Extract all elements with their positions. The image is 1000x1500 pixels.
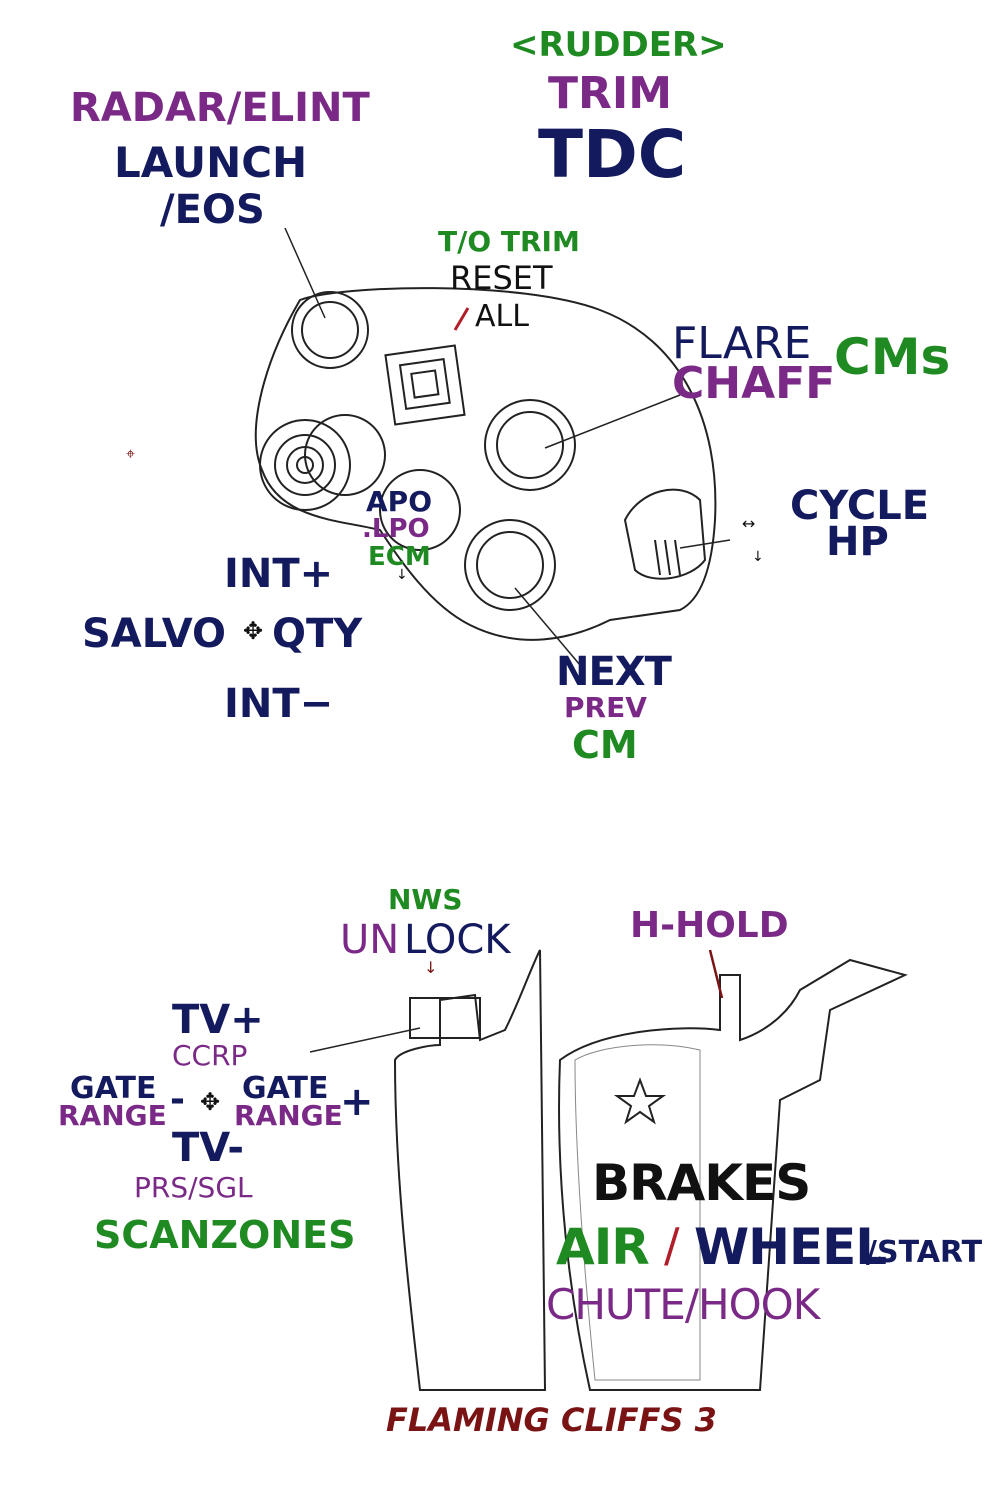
reset-slash-mark xyxy=(453,307,470,331)
next-button-shape xyxy=(464,519,556,611)
label-plus: + xyxy=(340,1079,374,1125)
label-next: NEXT xyxy=(556,649,672,695)
label-cycle: CYCLE xyxy=(790,483,930,529)
label-gate-right: GATE xyxy=(242,1071,329,1106)
label-apo: APO xyxy=(366,485,432,518)
down-arrow-icon: ↓ xyxy=(424,958,438,977)
label-range-left: RANGE xyxy=(58,1099,167,1132)
stick-head-outline xyxy=(254,287,717,641)
four-way-arrow-icon: ✥ xyxy=(243,617,264,645)
label-prs-sgl: PRS/SGL xyxy=(134,1171,253,1204)
label-range-right: RANGE xyxy=(234,1099,343,1132)
footer-title: FLAMING CLIFFS 3 xyxy=(386,1401,717,1439)
label-ccrp: CCRP xyxy=(172,1039,248,1072)
four-way-arrow-icon: ✥ xyxy=(200,1088,221,1116)
label-ecm: ECM xyxy=(368,542,431,572)
nws-switch-shape xyxy=(409,997,481,1039)
label-launch: LAUNCH xyxy=(114,138,308,187)
cm-button-shape xyxy=(484,399,576,491)
label-to-trim: T/O TRIM xyxy=(438,225,580,258)
label-rudder: <RUDDER> xyxy=(510,25,727,65)
label-chute-hook: CHUTE/HOOK xyxy=(546,1280,820,1329)
star-emblem xyxy=(613,1077,667,1125)
label-flare: FLARE xyxy=(672,318,812,369)
label-nws: NWS xyxy=(388,883,463,916)
label-all: ALL xyxy=(475,299,529,334)
label-tdc: TDC xyxy=(538,116,687,193)
label-eos: /EOS xyxy=(160,187,265,233)
down-arrow-icon: ↓ xyxy=(752,549,764,565)
horizontal-arrow-icon: ↔ xyxy=(742,514,756,533)
cycle-slider-shape xyxy=(623,488,707,580)
label-brakes: BRAKES xyxy=(592,1154,811,1212)
apo-button-shape xyxy=(304,414,386,496)
label-scanzones: SCANZONES xyxy=(94,1213,356,1257)
hat-switch-shape xyxy=(259,419,351,511)
label-chaff: CHAFF xyxy=(672,358,836,409)
label-wheel: WHEEL xyxy=(694,1218,887,1276)
tdc-shape xyxy=(384,344,466,426)
label-radar-elint: RADAR/ELINT xyxy=(70,85,370,131)
throttle-left-outline xyxy=(393,949,547,1391)
label-qty: QTY xyxy=(272,611,363,657)
throttle-right-outline xyxy=(558,958,908,1391)
launch-button-shape xyxy=(291,291,369,369)
leader-cycle xyxy=(679,539,731,549)
label-lpo: .LPO xyxy=(362,514,430,544)
label-cm: CM xyxy=(572,723,638,767)
label-cms: CMs xyxy=(834,328,951,386)
label-un: UN xyxy=(340,917,400,963)
label-air: AIR xyxy=(556,1218,650,1276)
crosshair-icon: ⌖ xyxy=(126,444,136,463)
leader-flare xyxy=(544,394,681,449)
label-h-hold: H-HOLD xyxy=(630,905,789,946)
label-prev: PREV xyxy=(564,691,647,724)
label-lock: LOCK xyxy=(404,917,511,963)
down-arrow-icon: ↓ xyxy=(396,567,408,583)
label-trim: TRIM xyxy=(548,68,673,119)
h-hold-leader xyxy=(708,949,724,999)
label-int-minus: INT− xyxy=(224,681,334,727)
label-reset: RESET xyxy=(450,259,553,297)
label-int-plus: INT+ xyxy=(224,551,334,597)
label-hp: HP xyxy=(826,519,889,565)
label-start: /START xyxy=(866,1235,983,1270)
label-slash: / xyxy=(664,1218,680,1272)
label-tv-minus: TV- xyxy=(172,1125,244,1171)
label-salvo: SALVO xyxy=(82,611,227,657)
label-minus: - xyxy=(170,1079,185,1120)
leader-launch xyxy=(284,227,326,319)
leader-next xyxy=(514,587,581,666)
label-gate-left: GATE xyxy=(70,1071,157,1106)
label-tv-plus: TV+ xyxy=(172,997,264,1043)
leader-ccrp xyxy=(309,1027,421,1053)
